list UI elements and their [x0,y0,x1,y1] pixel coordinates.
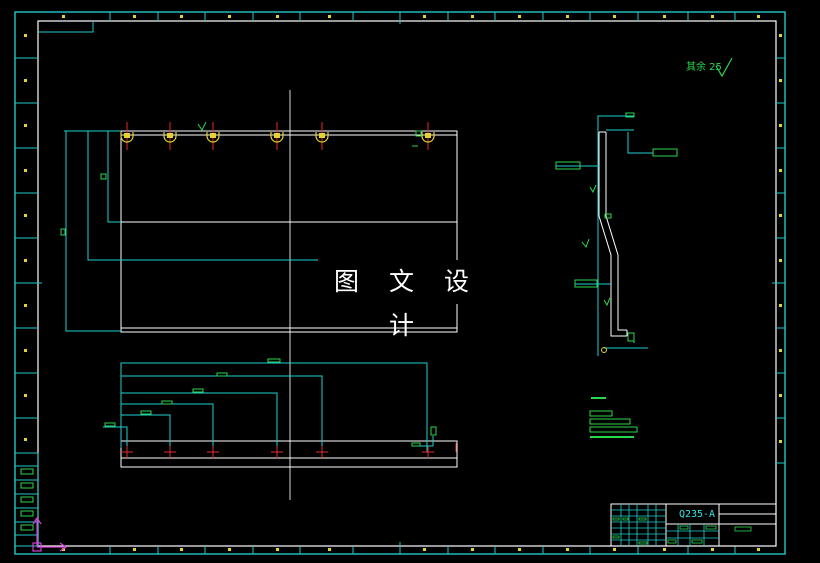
right-zone-ticks [772,57,785,464]
bottom-view [103,358,458,468]
side-view-center-mark [601,347,607,353]
left-signoff-table [14,452,39,547]
zone-markers [24,15,782,551]
top-zone-ticks [109,12,736,24]
watermark-text: 图 文 设 计 [318,260,496,340]
bottom-zone-ticks [109,542,736,554]
ucs-axis-icon [32,516,68,552]
title-block-text-marks [612,517,752,545]
top-left-reference-box [38,21,94,33]
bottom-view-dimension-chain [103,362,434,452]
side-view [555,112,678,356]
material-label: Q235-A [678,509,716,520]
side-view-profile-inner [605,132,627,331]
side-view-labels [555,112,678,342]
front-view-holes [120,121,435,150]
surface-roughness-icon [715,57,733,78]
side-view-dimensions [556,115,653,356]
bottom-view-weld-marks [121,443,457,458]
front-view-plate-outline [120,130,458,333]
title-block-grid [611,504,719,546]
title-block [610,503,777,547]
roughness-note-text: 其余 25 [686,62,722,73]
technical-requirements-notes [589,397,638,438]
left-zone-ticks [15,57,42,454]
side-view-profile-outer [598,132,627,337]
front-view [60,90,458,500]
left-signoff-table-fills [20,468,34,531]
front-view-dimensions [64,130,318,332]
bottom-view-plate-outline [120,440,458,468]
